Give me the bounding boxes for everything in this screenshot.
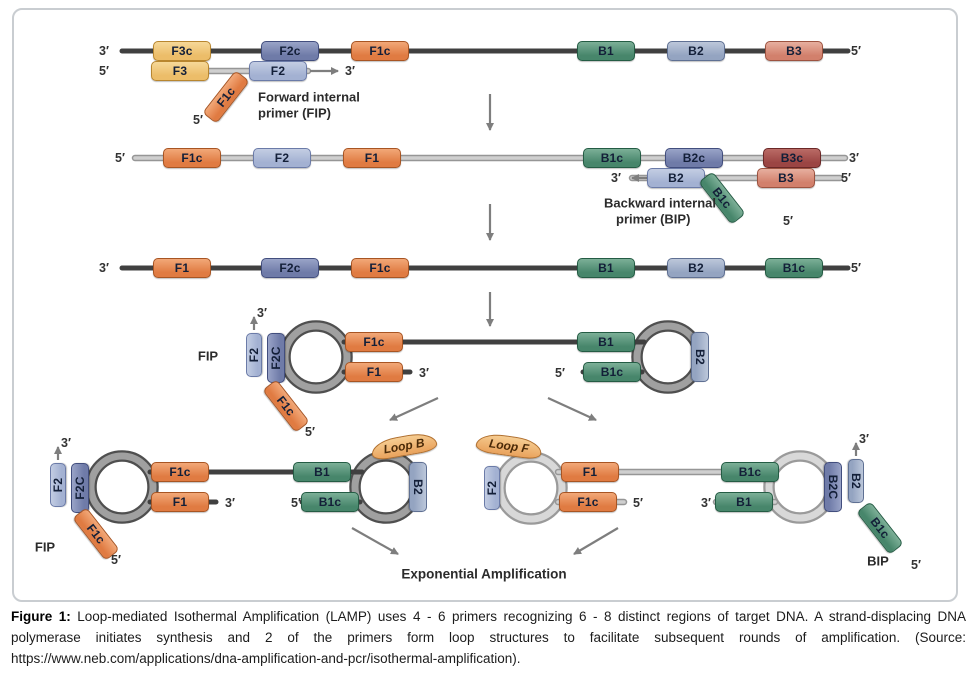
caption-label: Figure 1: — [11, 609, 71, 624]
caption-text: Loop-mediated Isothermal Amplification (… — [11, 609, 966, 666]
diagram-frame — [12, 8, 958, 602]
figure-caption: Figure 1: Loop-mediated Isothermal Ampli… — [11, 606, 966, 669]
